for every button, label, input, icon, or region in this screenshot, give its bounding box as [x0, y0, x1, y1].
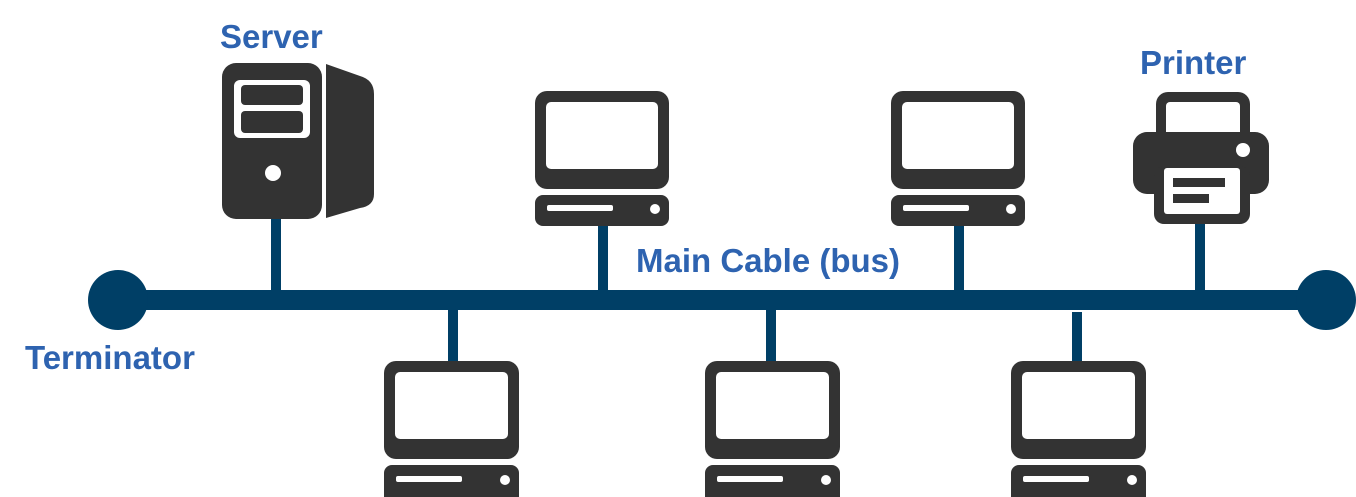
computer-icon-bottom-1: [384, 361, 519, 497]
main-cable-label: Main Cable (bus): [636, 242, 901, 279]
printer-label: Printer: [1140, 44, 1247, 81]
server-icon: [222, 63, 374, 219]
computer-icon-top-2: [891, 91, 1025, 226]
computer-icon-top-1: [535, 91, 669, 226]
printer-icon: [1133, 92, 1269, 224]
drop-cable-printer: [1195, 222, 1205, 292]
drop-cable-pc-top-2: [954, 224, 964, 292]
drop-cable-server: [271, 214, 281, 292]
computer-icon-bottom-2: [705, 361, 840, 497]
computer-icon-bottom-3: [1011, 361, 1146, 497]
drop-cable-pc-bottom-3: [1072, 312, 1082, 362]
terminator-label: Terminator: [25, 339, 195, 376]
terminator-left: [88, 270, 148, 330]
server-label: Server: [220, 18, 323, 55]
drop-cable-pc-bottom-2: [766, 308, 776, 362]
terminator-right: [1296, 270, 1356, 330]
drop-cable-pc-bottom-1: [448, 308, 458, 362]
drop-cable-pc-top-1: [598, 224, 608, 292]
main-bus-cable: [118, 290, 1326, 310]
